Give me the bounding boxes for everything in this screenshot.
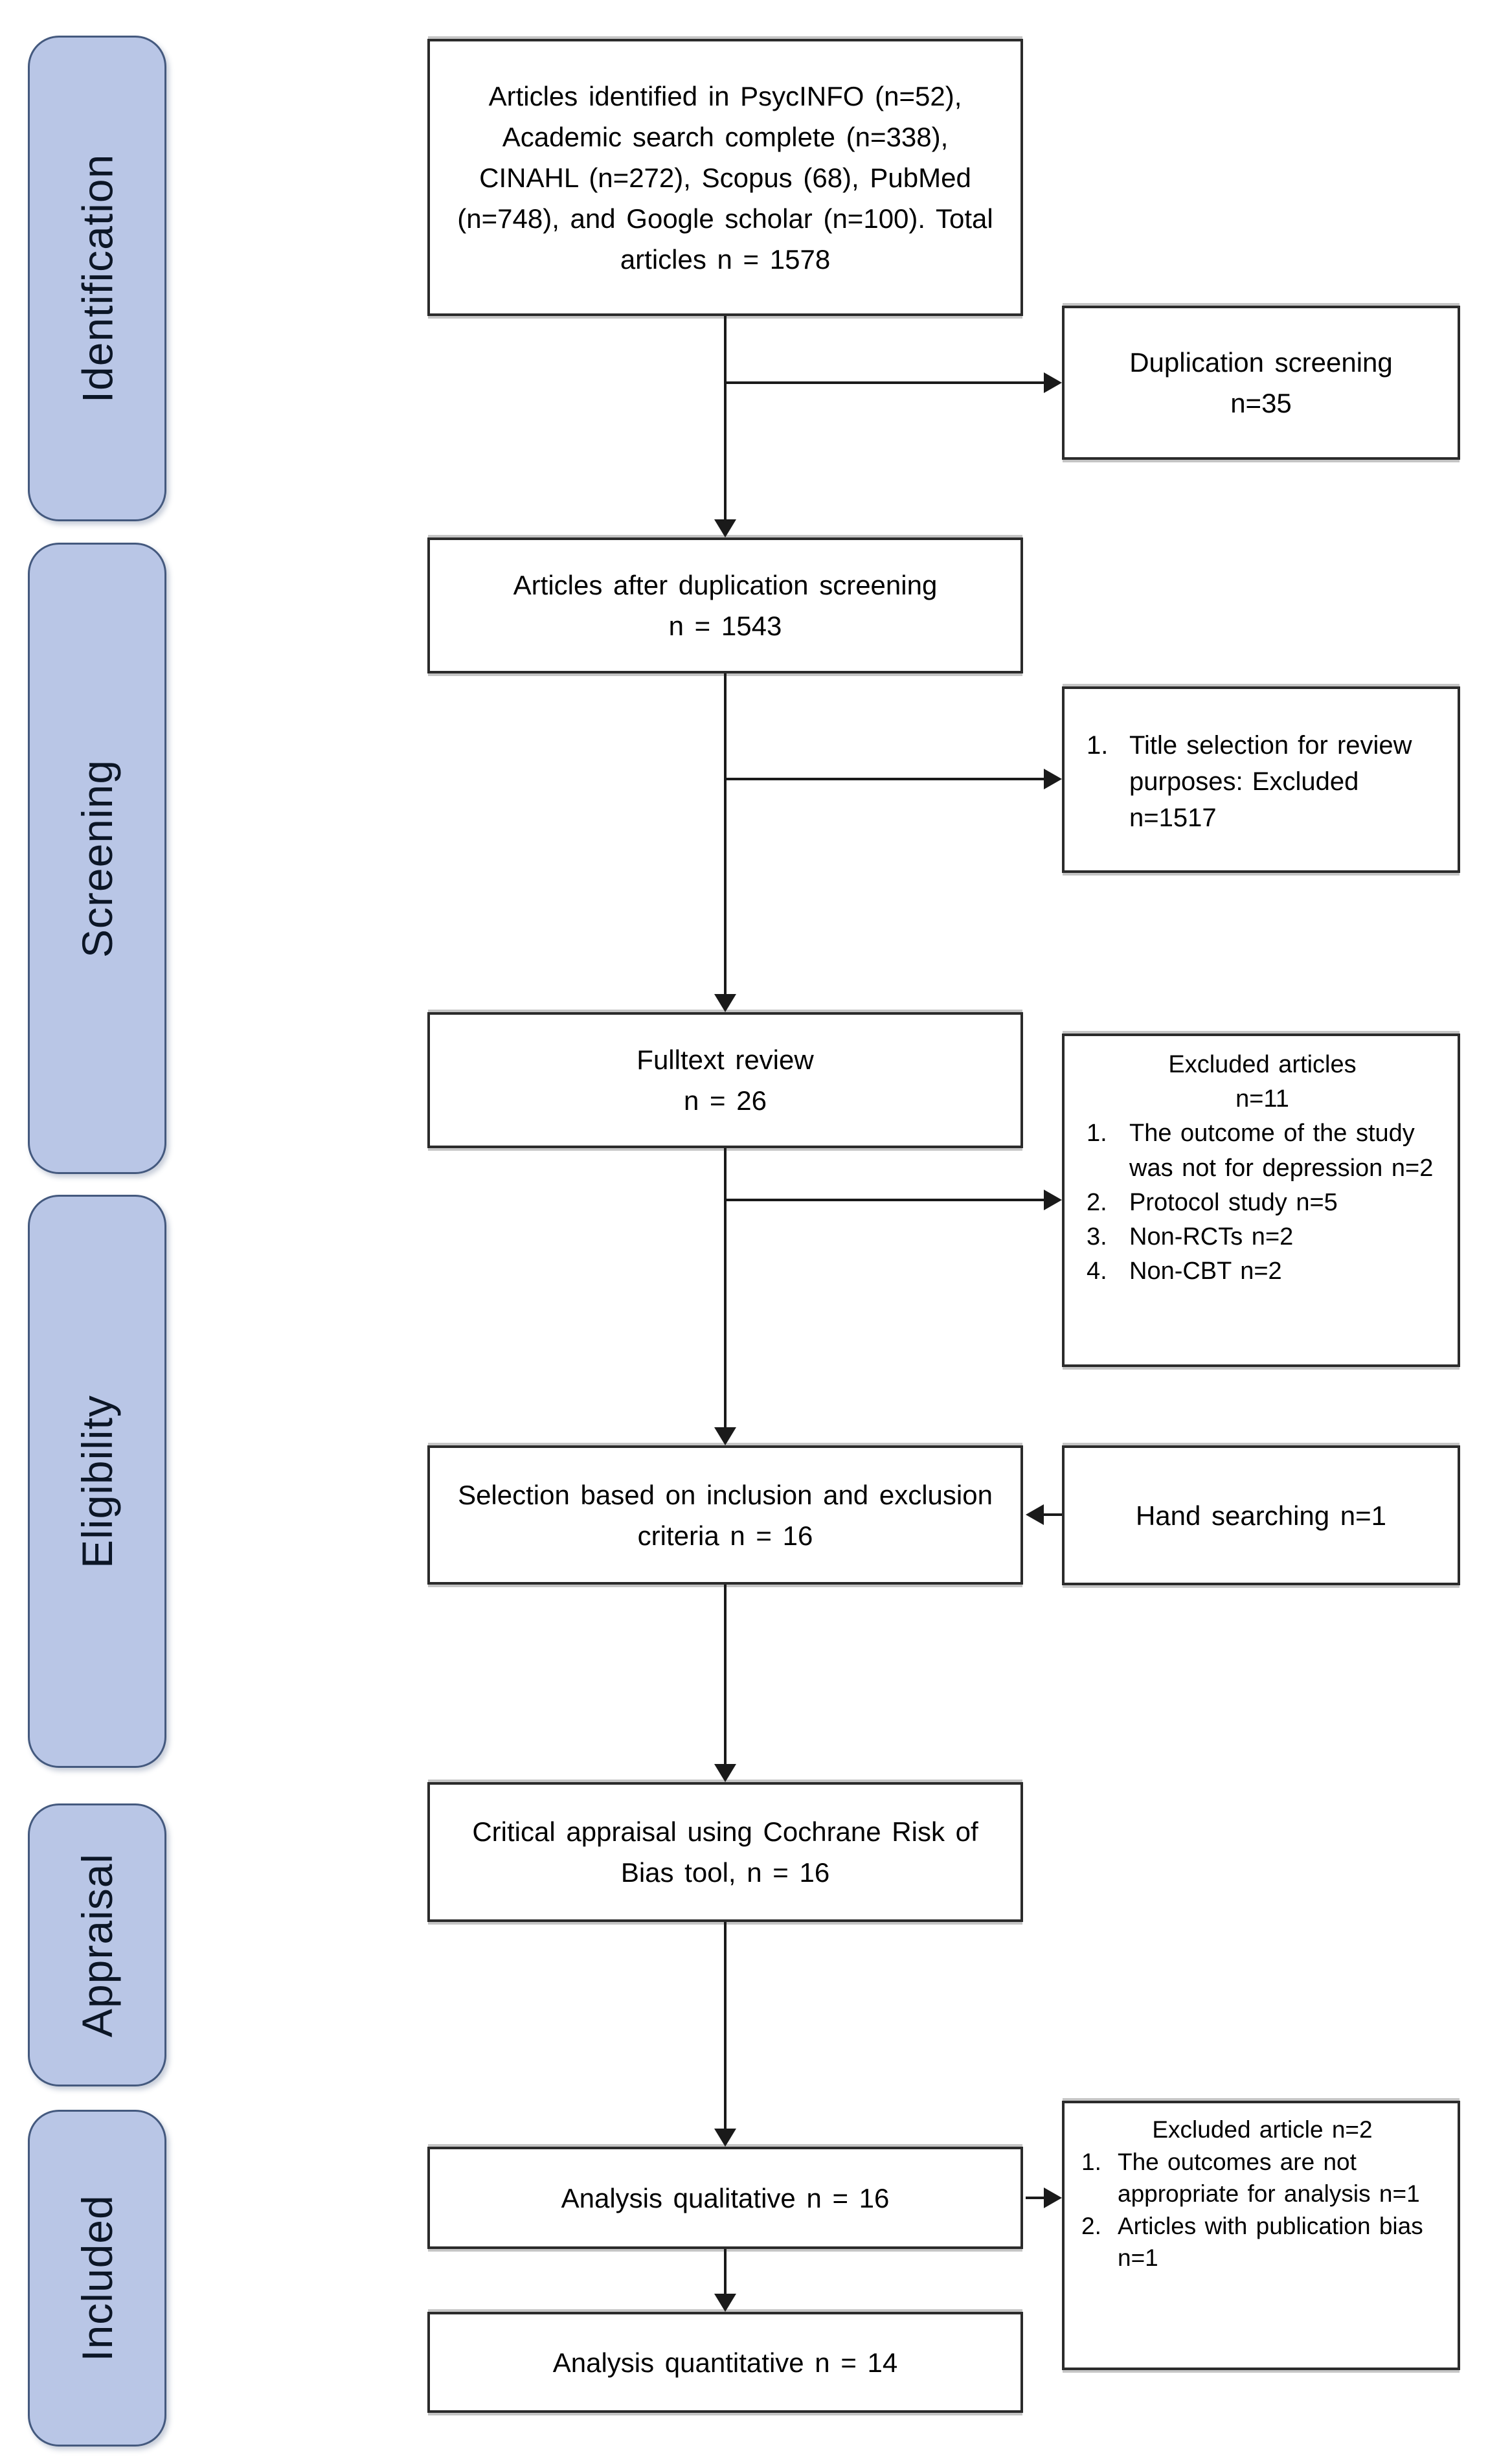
stage-eligibility: Eligibility — [28, 1195, 166, 1768]
box-fulltext-review-line1: Fulltext review — [637, 1045, 814, 1075]
box-hand-searching: Hand searching n=1 — [1062, 1445, 1460, 1585]
box-fulltext-review: Fulltext review n = 26 — [427, 1012, 1023, 1148]
box-after-duplication: Articles after duplication screening n =… — [427, 537, 1023, 673]
stage-included-label: Included — [73, 2195, 121, 2362]
box-articles-identified: Articles identified in PsycINFO (n=52), … — [427, 39, 1023, 316]
box-critical-appraisal-text: Critical appraisal using Cochrane Risk o… — [472, 1816, 978, 1888]
stage-appraisal-label: Appraisal — [73, 1853, 121, 2037]
title-selection-item-1-text: Title selection for review purposes: Exc… — [1129, 731, 1412, 832]
excluded-articles-item-4: 4. Non-CBT n=2 — [1087, 1254, 1438, 1289]
box-after-duplication-line2: n = 1543 — [668, 611, 782, 641]
arrowhead-right-excluded-analysis-icon — [1044, 2187, 1062, 2208]
arrowhead-down-appraisal-icon — [714, 1764, 736, 1782]
excluded-analysis-item-2-text: Articles with publication bias n=1 — [1118, 2212, 1423, 2272]
box-duplication-screening-line2: n=35 — [1230, 388, 1292, 418]
arrowhead-left-selection-icon — [1026, 1504, 1044, 1525]
stage-appraisal: Appraisal — [28, 1803, 166, 2086]
connector-hand-to-selection-line — [1044, 1513, 1062, 1516]
excluded-articles-item-3-text: Non-RCTs n=2 — [1129, 1223, 1294, 1250]
box-critical-appraisal: Critical appraisal using Cochrane Risk o… — [427, 1782, 1023, 1922]
excluded-articles-title: Excluded articles — [1168, 1051, 1357, 1078]
connector-to-title-selection-line — [725, 778, 1044, 780]
connector-qualitative-to-quantitative-line — [724, 2249, 727, 2294]
title-selection-item-1-num: 1. — [1087, 731, 1109, 760]
box-analysis-quantitative-text: Analysis quantitative n = 14 — [552, 2347, 898, 2378]
stage-identification: Identification — [28, 36, 166, 521]
arrowhead-down-qualitative-icon — [714, 2129, 736, 2147]
arrowhead-down-fulltext-icon — [714, 994, 736, 1012]
excluded-analysis-item-2-num: 2. — [1081, 2212, 1101, 2239]
arrowhead-down-quantitative-icon — [714, 2294, 736, 2312]
excluded-articles-item-4-num: 4. — [1087, 1258, 1107, 1285]
excluded-analysis-item-1-num: 1. — [1081, 2148, 1101, 2175]
arrowhead-right-excluded-articles-icon — [1044, 1190, 1062, 1210]
box-excluded-analysis: Excluded article n=2 1. The outcomes are… — [1062, 2101, 1460, 2370]
stage-eligibility-label: Eligibility — [73, 1394, 121, 1568]
arrowhead-down-afterdup-icon — [714, 519, 736, 537]
box-articles-identified-text: Articles identified in PsycINFO (n=52), … — [457, 80, 993, 275]
excluded-articles-item-1-num: 1. — [1087, 1120, 1107, 1147]
title-selection-item-1: 1. Title selection for review purposes: … — [1087, 727, 1429, 836]
connector-qualitative-to-excluded-line — [1026, 2197, 1044, 2199]
box-duplication-screening: Duplication screening n=35 — [1062, 306, 1460, 460]
connector-fulltext-to-selection-line — [724, 1148, 727, 1427]
excluded-articles-subtitle: n=11 — [1235, 1085, 1289, 1113]
excluded-articles-item-3-num: 3. — [1087, 1223, 1107, 1250]
box-selection-criteria-text: Selection based on inclusion and exclusi… — [458, 1479, 993, 1551]
excluded-articles-item-2-num: 2. — [1087, 1188, 1107, 1216]
connector-appraisal-to-qualitative-line — [724, 1922, 727, 2129]
excluded-analysis-item-1-text: The outcomes are not appropriate for ana… — [1118, 2148, 1420, 2208]
arrowhead-right-title-selection-icon — [1044, 769, 1062, 789]
excluded-articles-item-1: 1. The outcome of the study was not for … — [1087, 1116, 1438, 1185]
box-selection-criteria: Selection based on inclusion and exclusi… — [427, 1445, 1023, 1585]
stage-screening: Screening — [28, 543, 166, 1174]
connector-to-duplication-line — [725, 381, 1044, 384]
stage-identification-label: Identification — [73, 153, 122, 403]
arrowhead-right-duplication-icon — [1044, 372, 1062, 393]
connector-identified-to-afterdup-line — [724, 316, 727, 519]
connector-to-excluded-articles-line — [725, 1199, 1044, 1201]
box-analysis-qualitative-text: Analysis qualitative n = 16 — [561, 2182, 890, 2213]
box-hand-searching-text: Hand searching n=1 — [1135, 1500, 1387, 1531]
excluded-articles-item-3: 3. Non-RCTs n=2 — [1087, 1220, 1438, 1254]
box-title-selection: 1. Title selection for review purposes: … — [1062, 686, 1460, 873]
excluded-articles-item-2-text: Protocol study n=5 — [1129, 1188, 1338, 1216]
excluded-analysis-title: Excluded article n=2 — [1152, 2116, 1373, 2143]
excluded-articles-item-2: 2. Protocol study n=5 — [1087, 1186, 1438, 1220]
connector-selection-to-appraisal-line — [724, 1585, 727, 1764]
box-fulltext-review-line2: n = 26 — [684, 1085, 767, 1116]
box-duplication-screening-line1: Duplication screening — [1129, 347, 1393, 378]
excluded-articles-item-4-text: Non-CBT n=2 — [1129, 1258, 1282, 1285]
excluded-articles-item-1-text: The outcome of the study was not for dep… — [1129, 1120, 1434, 1182]
excluded-analysis-item-1: 1. The outcomes are not appropriate for … — [1081, 2146, 1443, 2210]
stage-screening-label: Screening — [73, 759, 122, 958]
box-excluded-articles: Excluded articles n=11 1. The outcome of… — [1062, 1034, 1460, 1367]
box-after-duplication-line1: Articles after duplication screening — [513, 570, 938, 600]
excluded-analysis-item-2: 2. Articles with publication bias n=1 — [1081, 2210, 1443, 2274]
connector-afterdup-to-fulltext-line — [724, 673, 727, 994]
box-analysis-quantitative: Analysis quantitative n = 14 — [427, 2312, 1023, 2413]
box-analysis-qualitative: Analysis qualitative n = 16 — [427, 2147, 1023, 2249]
stage-included: Included — [28, 2110, 166, 2447]
arrowhead-down-selection-icon — [714, 1427, 736, 1445]
